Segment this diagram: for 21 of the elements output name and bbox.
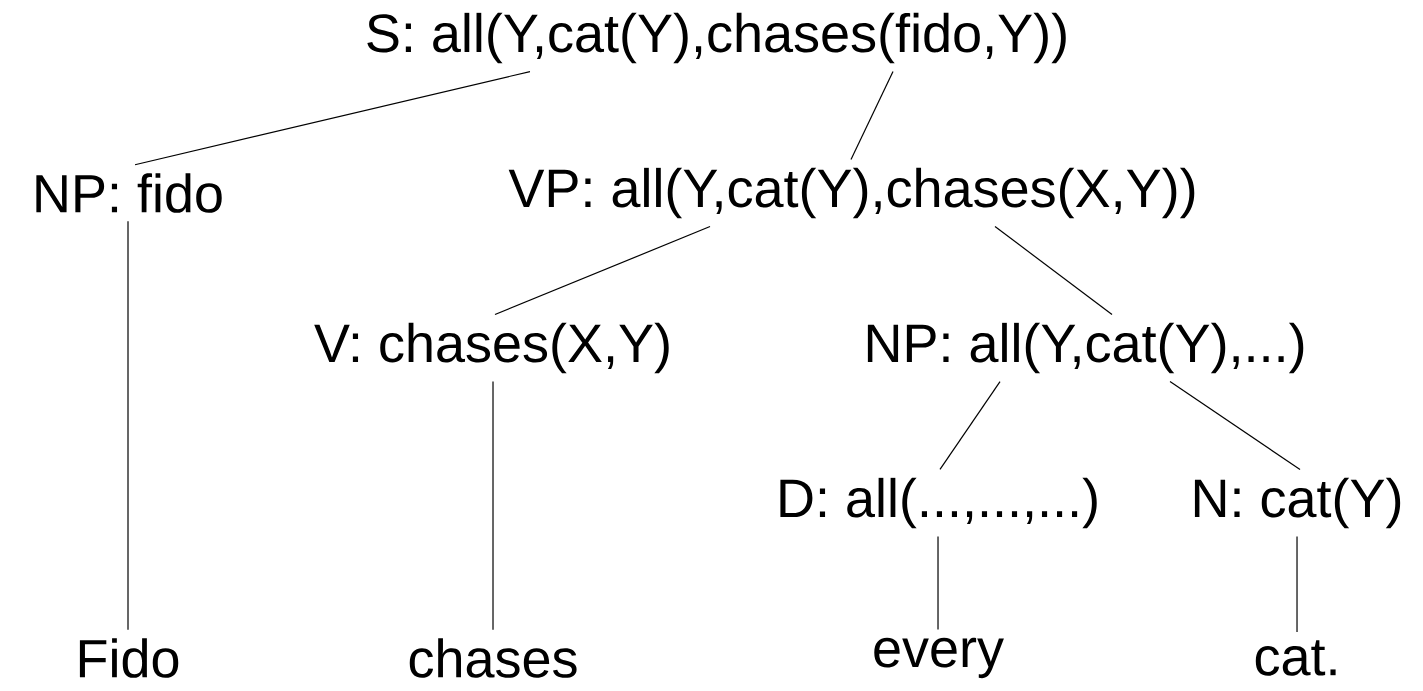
tree-branch — [994, 225, 1113, 316]
tree-branch — [492, 380, 494, 631]
tree-label: NP: fido — [36, 173, 222, 213]
tree-label: S: all(Y,cat(Y),chases(fido,Y)) — [367, 12, 1066, 64]
tree-branch — [939, 380, 1001, 471]
tree-branch — [1169, 380, 1301, 471]
tree-label: chases — [409, 638, 577, 678]
tree-branch — [127, 220, 129, 631]
tree-label: cat. — [1255, 640, 1336, 676]
tree-label: Fido — [79, 638, 179, 678]
tree-label: VP: all(Y,cat(Y),chases(X,Y)) — [508, 167, 1195, 219]
tree-branch — [1296, 535, 1298, 633]
tree-label: every — [874, 637, 1004, 679]
tree-label: N: cat(Y) — [1194, 477, 1401, 529]
tree-label: V: chases(X,Y) — [314, 322, 669, 374]
tree-branch — [134, 70, 531, 166]
tree-label: D: all(...,...,...) — [780, 477, 1097, 529]
tree-branch — [937, 535, 939, 631]
tree-branch — [850, 70, 894, 161]
tree-branch — [494, 225, 711, 316]
tree-label: NP: all(Y,cat(Y),...) — [867, 322, 1304, 374]
